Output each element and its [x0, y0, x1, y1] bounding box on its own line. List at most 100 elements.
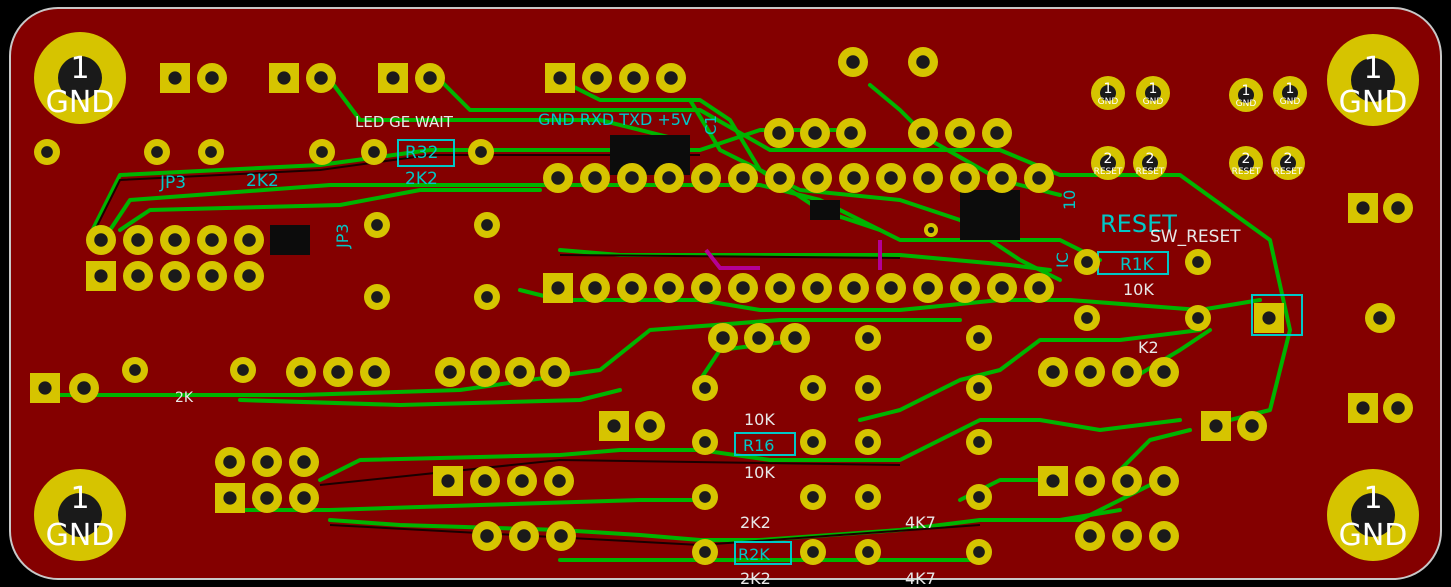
pad-gnd-4[interactable]: 1 GND [1273, 76, 1307, 110]
drill-hole [1157, 365, 1171, 379]
drill-hole [517, 529, 531, 543]
pad-reset-4[interactable]: 2 RESET [1271, 146, 1305, 180]
drill-hole [316, 146, 328, 158]
drill-hole [515, 474, 529, 488]
drill-hole [1083, 529, 1097, 543]
drill-hole [553, 71, 567, 85]
drill-hole [921, 281, 935, 295]
jp3-vertical-label: JP3 [333, 223, 352, 249]
drill-hole [810, 281, 824, 295]
pad-net: GND [1280, 97, 1301, 107]
drill-hole [331, 365, 345, 379]
pad-number: 1 [1149, 81, 1158, 97]
pad-reset-2[interactable]: 2 RESET [1133, 146, 1167, 180]
drill-hole [481, 291, 493, 303]
sw-reset-label: SW_RESET [1150, 227, 1241, 247]
drill-hole [294, 365, 308, 379]
drill-hole [1157, 474, 1171, 488]
r1k-label: R1K [1120, 255, 1155, 275]
drill-hole [958, 281, 972, 295]
drill-hole [551, 171, 565, 185]
pad-number: 2 [1284, 151, 1293, 167]
drill-hole [927, 226, 935, 234]
drill-hole [94, 233, 108, 247]
drill-hole [699, 281, 713, 295]
drill-hole [242, 233, 256, 247]
drill-hole [168, 269, 182, 283]
drill-hole [716, 331, 730, 345]
drill-hole [699, 171, 713, 185]
mounting-hole-top-left[interactable]: 1 GND [34, 32, 126, 124]
pad-gnd-1[interactable]: 1 GND [1091, 76, 1125, 110]
drill-hole [1081, 312, 1093, 324]
drill-hole [551, 281, 565, 295]
r10k-label-b: 10K [744, 410, 775, 429]
mounting-hole-bottom-left[interactable]: 1 GND [34, 469, 126, 561]
drill-hole [478, 365, 492, 379]
pad-number: 2 [1146, 151, 1155, 167]
pin10-label: 10 [1060, 190, 1079, 210]
drill-hole [41, 146, 53, 158]
drill-hole [554, 529, 568, 543]
pad-reset-1[interactable]: 2 RESET [1091, 146, 1125, 180]
drill-hole [625, 171, 639, 185]
jp3-label: JP3 [159, 173, 186, 193]
drill-hole [862, 382, 874, 394]
drill-hole [1192, 256, 1204, 268]
drill-hole [478, 474, 492, 488]
drill-hole [736, 171, 750, 185]
pad-net: RESET [1274, 167, 1303, 177]
drill-hole [205, 269, 219, 283]
mounting-hole-bottom-right[interactable]: 1 GND [1327, 469, 1419, 561]
pad-number: 2 [1242, 151, 1251, 167]
drill-hole [1356, 201, 1370, 215]
drill-hole [481, 219, 493, 231]
drill-hole [973, 332, 985, 344]
drill-hole [973, 436, 985, 448]
drill-hole [862, 546, 874, 558]
drill-hole [625, 281, 639, 295]
drill-hole [1157, 529, 1171, 543]
drill-hole [590, 71, 604, 85]
drill-hole [662, 171, 676, 185]
drill-hole [773, 281, 787, 295]
pad-gnd-2[interactable]: 1 GND [1136, 76, 1170, 110]
r2k2-label-d: 2K2 [740, 569, 771, 587]
drill-hole [990, 126, 1004, 140]
drill-hole [1032, 171, 1046, 185]
pad-gnd-3[interactable]: 1 GND [1229, 78, 1263, 112]
drill-hole [627, 71, 641, 85]
drill-hole [846, 55, 860, 69]
drill-hole [94, 269, 108, 283]
drill-hole [588, 281, 602, 295]
drill-hole [1209, 419, 1223, 433]
drill-hole [151, 146, 163, 158]
drill-hole [862, 436, 874, 448]
drill-hole [423, 71, 437, 85]
drill-hole [699, 382, 711, 394]
drill-hole [314, 71, 328, 85]
drill-hole [699, 491, 711, 503]
drill-hole [607, 419, 621, 433]
drill-hole [995, 281, 1009, 295]
magenta-marks [704, 240, 882, 270]
drill-hole [588, 171, 602, 185]
drill-hole [371, 219, 383, 231]
sw-outline [1251, 294, 1303, 336]
ic-ref-label: IC [1053, 252, 1072, 268]
mounting-hole-top-right[interactable]: 1 GND [1327, 34, 1419, 126]
r2k2-label-b: 2K2 [246, 171, 279, 191]
drill-hole [242, 269, 256, 283]
drill-hole [386, 71, 400, 85]
pad-reset-3[interactable]: 2 RESET [1229, 146, 1263, 180]
r2k2-label-a: 2K2 [405, 169, 438, 189]
drill-hole [131, 233, 145, 247]
drill-hole [443, 365, 457, 379]
mh-number: 1 [1363, 51, 1382, 86]
labeled-small-pads: 1 GND 1 GND 1 GND 1 GND 2 RESET 2 RESET … [1091, 76, 1307, 180]
pad-net: RESET [1094, 167, 1123, 177]
drill-hole [1046, 365, 1060, 379]
drill-hole [223, 455, 237, 469]
drill-hole [371, 291, 383, 303]
